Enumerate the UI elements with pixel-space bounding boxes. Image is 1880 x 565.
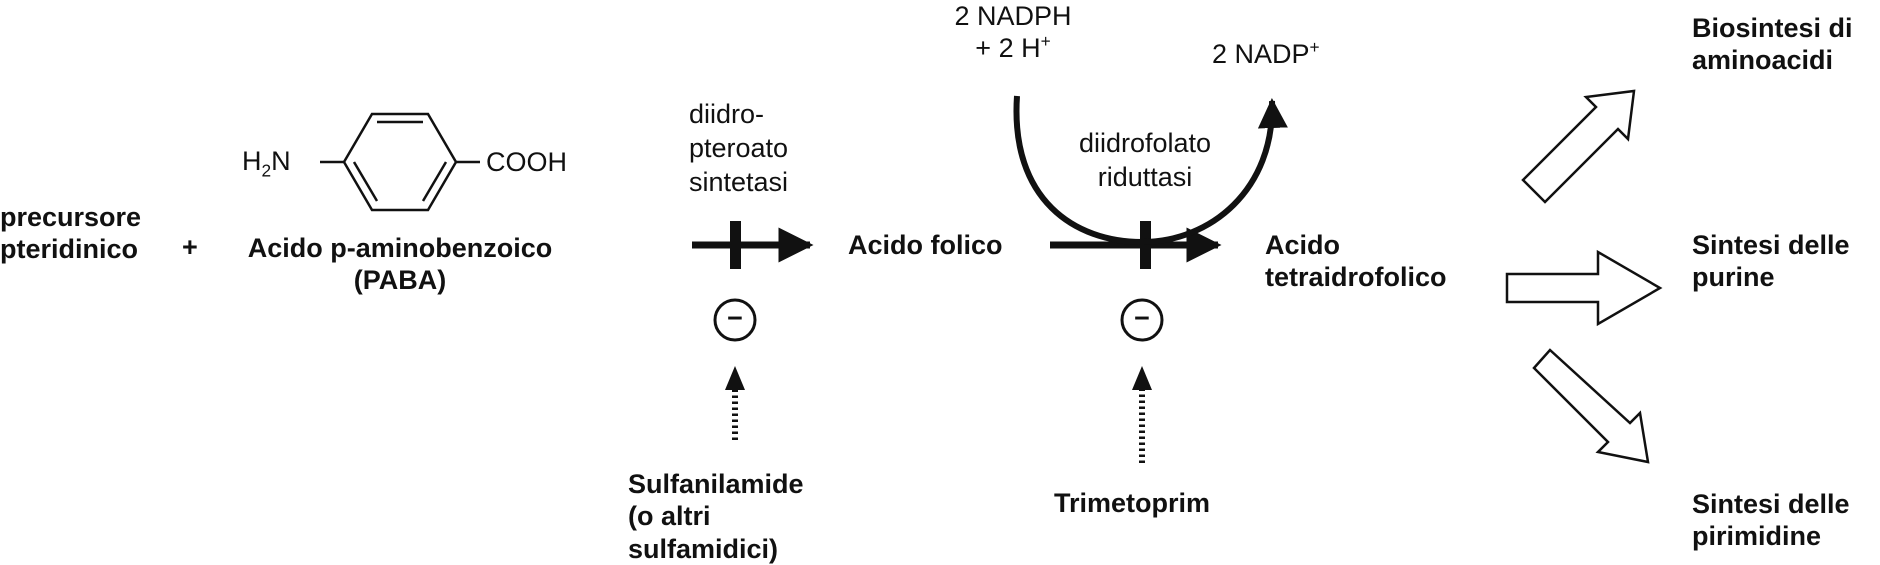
output-arrow-pyrimidines [1532, 348, 1650, 464]
trimethoprim-dotted-arrow [1132, 366, 1152, 463]
synthetase-inhibition-bar [730, 221, 741, 269]
pteridine-precursor-label: precursore pteridinico [0, 202, 142, 265]
paba-label: Acido p-aminobenzoico (PABA) [247, 233, 553, 296]
cofactor-curved-arrow [1013, 95, 1288, 246]
sulfanilamide-label: Sulfanilamide (o altri sulfamidici) [628, 469, 804, 564]
trimethoprim-label: Trimetoprim [1054, 488, 1211, 518]
inhibition-minus-left: − [727, 303, 743, 333]
carboxyl-group-label: COOH [486, 147, 567, 177]
reductase-inhibition-bar [1140, 221, 1151, 269]
sulfanilamide-dotted-arrow [725, 366, 745, 440]
tetrahydrofolic-acid-label: Acido tetraidrofolico [1265, 230, 1447, 293]
benzene-ring [320, 112, 480, 212]
dihydrofolate-reductase-label: diidrofolato riduttasi [1078, 128, 1212, 192]
output-arrow-amino-acids [1521, 89, 1636, 204]
synthetase-reaction-arrow [692, 221, 814, 269]
reductase-reaction-arrow [1050, 221, 1222, 269]
pyrimidine-synthesis-label: Sintesi delle pirimidine [1692, 489, 1850, 552]
amino-acid-biosynthesis-label: Biosintesi di aminoacidi [1692, 13, 1853, 76]
nadp-label: 2 NADP+ [1212, 37, 1320, 69]
amine-group-label: H2N [242, 146, 291, 181]
nadph-label: 2 NADPH + 2 H+ [954, 1, 1072, 64]
inhibition-minus-right: − [1134, 303, 1150, 333]
dihydropteroate-synthetase-label: diidro- pteroato sintetasi [689, 99, 789, 197]
output-arrow-purines [1505, 249, 1663, 327]
inhibition-circle-left [713, 298, 757, 342]
folic-acid-label: Acido folico [848, 230, 1003, 260]
purine-synthesis-label: Sintesi delle purine [1692, 230, 1850, 293]
plus-sign: + [182, 232, 198, 262]
inhibition-circle-right [1120, 298, 1164, 342]
